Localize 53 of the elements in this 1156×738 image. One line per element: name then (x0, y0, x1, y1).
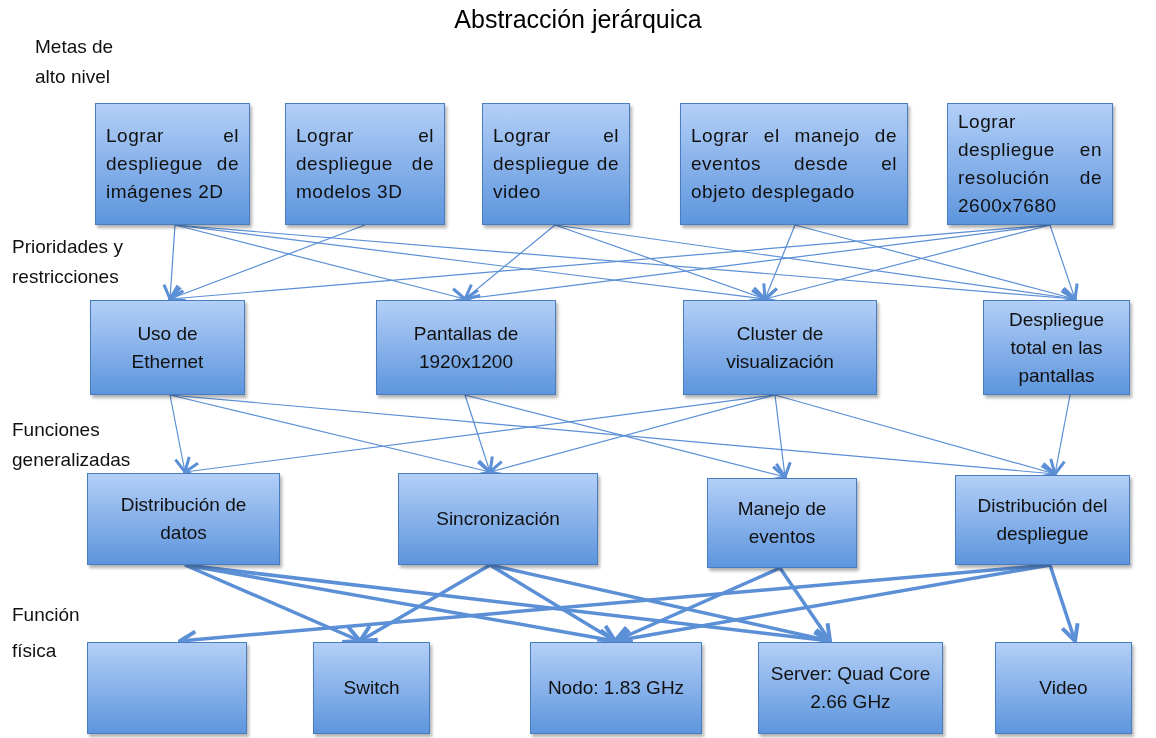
arrow (162, 224, 180, 301)
box-text: Cluster de visualización (725, 321, 835, 374)
process-box (707, 478, 857, 568)
level-label: Funciones generalizadas (12, 418, 132, 472)
process-box (482, 103, 630, 225)
arrow (184, 563, 362, 644)
process-box (376, 300, 556, 395)
box-text: Lograr despliegue en resolución de 2600x7680 (958, 110, 1102, 218)
process-box (87, 473, 280, 565)
arrow (169, 394, 191, 474)
empty-box (87, 642, 247, 734)
box-text: Distribución del despliegue (976, 494, 1109, 546)
arrow (1049, 394, 1071, 476)
level-label: Prioridades y restricciones (12, 235, 124, 289)
arrow (778, 567, 832, 643)
level-label: física (12, 639, 58, 663)
box-text: Uso de Ethernet (130, 321, 205, 374)
box-text: Sincronización (436, 507, 560, 531)
arrow (1048, 564, 1080, 643)
process-box (995, 642, 1132, 734)
process-box (398, 473, 598, 565)
box-text: Switch (343, 676, 400, 700)
process-box (313, 642, 430, 734)
arrow (1049, 224, 1079, 301)
arrow (774, 394, 792, 479)
process-box (683, 300, 877, 395)
process-box (285, 103, 445, 225)
box-text: Lograr el despliegue de modelos 3D (296, 124, 434, 204)
process-box (758, 642, 943, 734)
arrow (762, 224, 796, 301)
box-text: Pantallas de 1920x1200 (412, 321, 520, 374)
process-box (983, 300, 1130, 395)
process-box (955, 475, 1130, 565)
process-box (947, 103, 1113, 225)
arrow (613, 566, 781, 644)
process-box (90, 300, 245, 395)
process-box (530, 642, 702, 734)
box-text: Manejo de eventos (736, 497, 828, 549)
diagram-title: Abstracción jerárquica (453, 5, 703, 34)
process-box (680, 103, 908, 225)
process-box (95, 103, 250, 225)
box-text: Video (1039, 676, 1088, 700)
arrow (463, 224, 556, 301)
box-text: Lograr el despliegue de video (493, 124, 619, 204)
box-text: Server: Quad Core 2.66 GHz (769, 662, 932, 714)
box-text: Lograr el despliegue de imágenes 2D (106, 124, 239, 204)
box-text: Lograr el manejo de eventos desde el objeto desplegado (691, 124, 897, 204)
level-label: Función (12, 603, 81, 627)
box-text: Despliegue total en las pantallas (1007, 307, 1106, 388)
arrow (358, 563, 491, 643)
box-text: Distribución de datos (119, 493, 248, 545)
box-text: Nodo: 1.83 GHz (547, 676, 685, 700)
level-label: Metas de alto nivel (35, 35, 115, 89)
